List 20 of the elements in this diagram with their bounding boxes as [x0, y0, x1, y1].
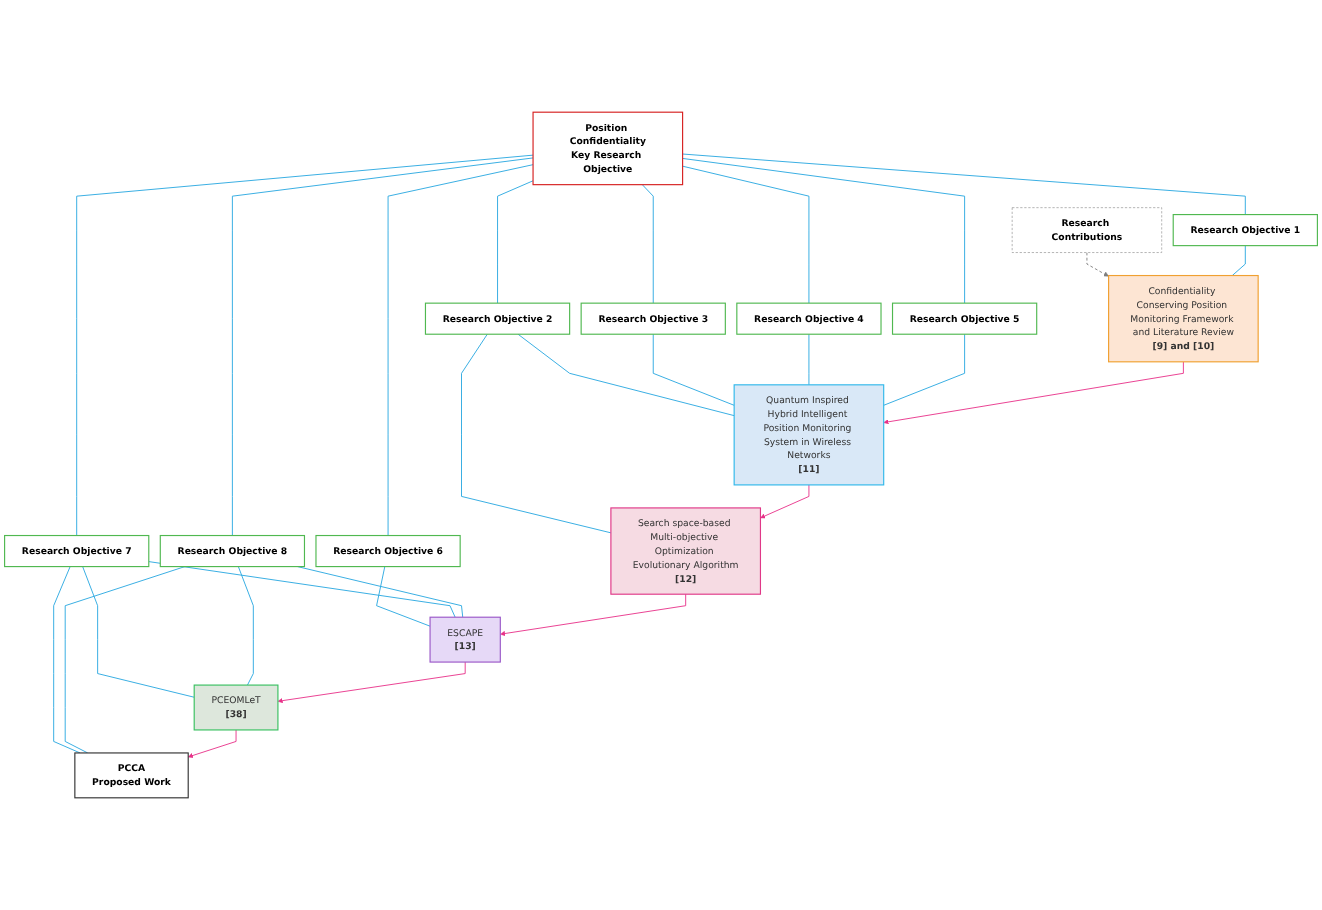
connector: [883, 333, 966, 406]
connector: [1231, 245, 1246, 276]
connector: [231, 157, 534, 536]
connector: [461, 333, 612, 534]
connector: [82, 566, 195, 698]
connector: [682, 153, 1246, 216]
connector: [148, 561, 456, 618]
connector: [297, 566, 464, 618]
connector: [641, 184, 654, 304]
connector: [53, 566, 81, 754]
connector: [517, 333, 735, 417]
connector: [387, 164, 534, 536]
connector: [497, 180, 534, 304]
connector: [76, 154, 534, 536]
connector: [682, 157, 966, 304]
connector: [682, 165, 810, 304]
connector: [808, 333, 810, 386]
connector: [237, 566, 254, 686]
connector: [652, 333, 735, 406]
connector: [64, 566, 186, 754]
